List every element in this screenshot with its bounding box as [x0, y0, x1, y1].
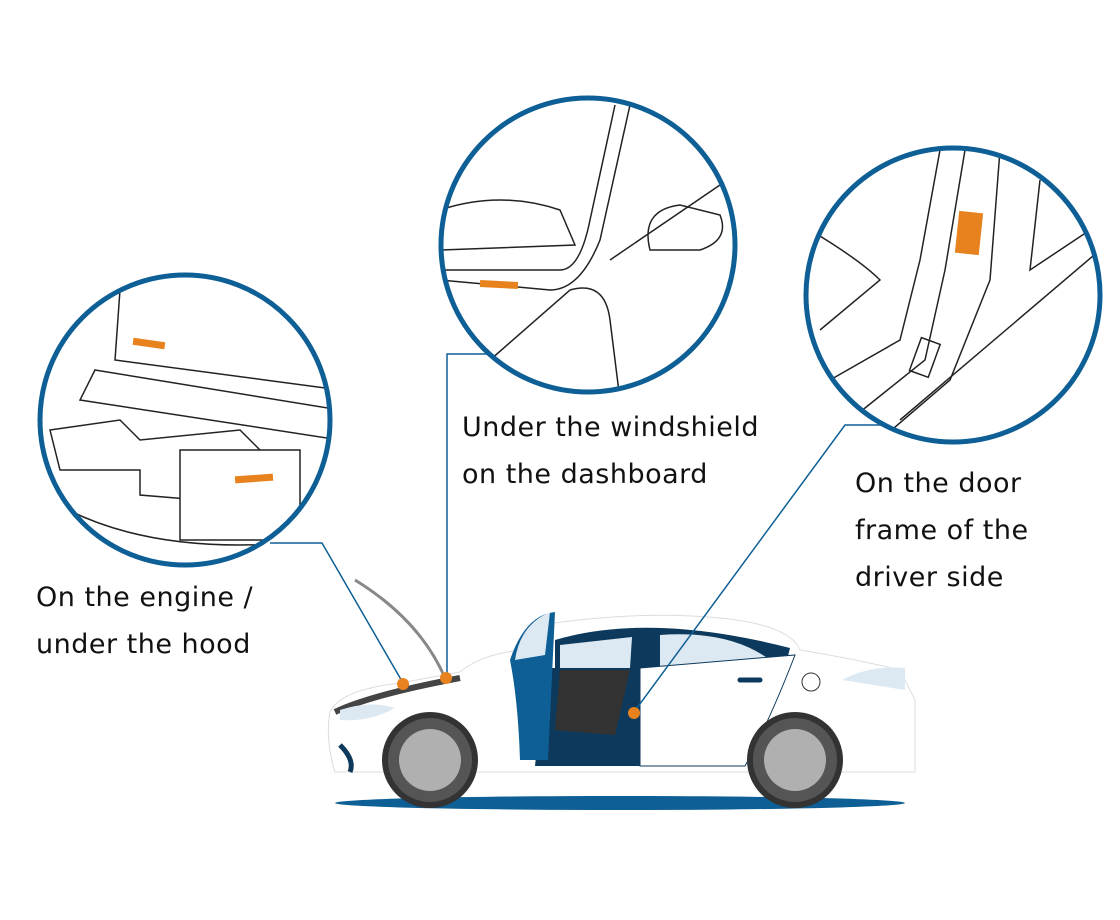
label-windshield: Under the windshield on the dashboard	[462, 404, 759, 498]
leader-line-windshield	[446, 353, 497, 678]
label-line: driver side	[855, 562, 1004, 593]
door-frame-detail-inset	[803, 145, 1103, 445]
leader-line-door	[633, 424, 887, 713]
label-engine: On the engine / under the hood	[36, 574, 253, 668]
label-line: frame of the	[855, 515, 1029, 546]
engine-detail-inset	[37, 272, 333, 568]
marker-engine	[397, 678, 409, 690]
ground-shadow	[335, 796, 905, 810]
marker-door	[628, 707, 640, 719]
windshield-detail-inset	[438, 95, 738, 395]
label-line: On the engine /	[36, 582, 254, 613]
label-line: under the hood	[36, 629, 251, 660]
label-door: On the door frame of the driver side	[855, 460, 1029, 601]
label-line: on the dashboard	[462, 459, 708, 490]
car	[327, 578, 916, 808]
marker-windshield	[440, 672, 452, 684]
rear-wheel	[747, 712, 843, 808]
label-line: Under the windshield	[462, 412, 759, 443]
label-line: On the door	[855, 468, 1022, 499]
front-wheel	[382, 712, 478, 808]
leader-line-engine	[270, 542, 404, 684]
